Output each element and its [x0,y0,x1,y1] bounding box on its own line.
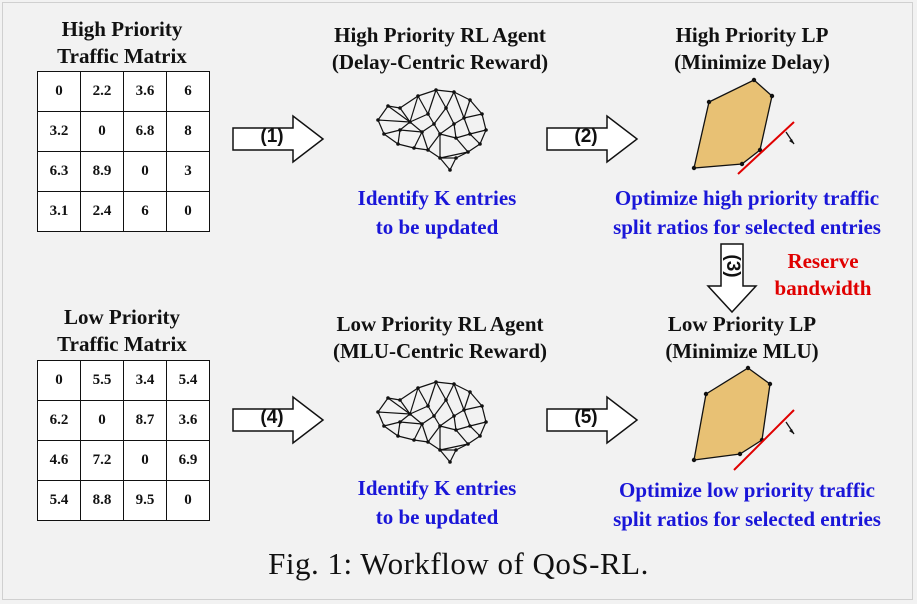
matrix-cell: 6.2 [37,400,81,441]
matrix-cell: 5.5 [80,360,124,401]
step-5-arrow [546,395,639,445]
matrix-cell: 8 [166,111,210,152]
step-2-arrow [546,114,639,164]
matrix-cell: 0 [80,400,124,441]
matrix-cell: 8.8 [80,480,124,521]
matrix-cell: 6.8 [123,111,167,152]
matrix-cell: 2.2 [80,71,124,112]
step-5-label: (5) [574,407,598,428]
lp-agent-title: Low Priority RL Agent (MLU-Centric Rewar… [332,312,547,363]
matrix-cell: 8.7 [123,400,167,441]
brain-network-icon [376,380,488,464]
hp-lp-action: Optimize high priority traffic split rat… [613,186,881,239]
hp-matrix-title: High Priority Traffic Matrix [57,17,187,68]
matrix-cell: 0 [166,480,210,521]
matrix-cell: 0 [37,360,81,401]
matrix-cell: 3.6 [123,71,167,112]
matrix-cell: 9.5 [123,480,167,521]
matrix-cell: 6 [123,191,167,232]
brain-network-icon [376,88,488,172]
matrix-cell: 3.2 [37,111,81,152]
hp-agent-action: Identify K entries to be updated [357,186,517,239]
step-1-arrow [232,114,325,164]
hp-agent-title: High Priority RL Agent (Delay-Centric Re… [331,23,549,74]
matrix-cell: 3.4 [123,360,167,401]
lp-agent-action: Identify K entries to be updated [357,476,517,529]
step-4-arrow [232,395,325,445]
reserve-bandwidth-note: Reserve bandwidth [774,249,872,300]
hp-lp-title: High Priority LP (Minimize Delay) [674,23,830,74]
matrix-cell: 6 [166,71,210,112]
polytope-icon [691,77,795,175]
matrix-cell: 4.6 [37,440,81,481]
matrix-cell: 6.9 [166,440,210,481]
matrix-cell: 5.4 [37,480,81,521]
matrix-cell: 3.6 [166,400,210,441]
matrix-cell: 0 [123,440,167,481]
step-4-label: (4) [260,407,284,428]
matrix-cell: 0 [80,111,124,152]
step-3-label: (3) [722,254,743,278]
matrix-cell: 3.1 [37,191,81,232]
matrix-cell: 0 [123,151,167,192]
matrix-cell: 7.2 [80,440,124,481]
matrix-cell: 8.9 [80,151,124,192]
matrix-cell: 3 [166,151,210,192]
matrix-cell: 0 [166,191,210,232]
lp-lp-title: Low Priority LP (Minimize MLU) [665,312,819,363]
figure-caption: Fig. 1: Workflow of QoS-RL. [268,546,649,581]
step-3-arrow [706,243,758,314]
lp-lp-action: Optimize low priority traffic split rati… [613,478,881,531]
step-1-label: (1) [260,126,284,147]
step-2-label: (2) [574,126,598,147]
polytope-icon [691,365,795,471]
matrix-cell: 6.3 [37,151,81,192]
matrix-cell: 2.4 [80,191,124,232]
lp-matrix-title: Low Priority Traffic Matrix [57,305,187,356]
matrix-cell: 5.4 [166,360,210,401]
matrix-cell: 0 [37,71,81,112]
